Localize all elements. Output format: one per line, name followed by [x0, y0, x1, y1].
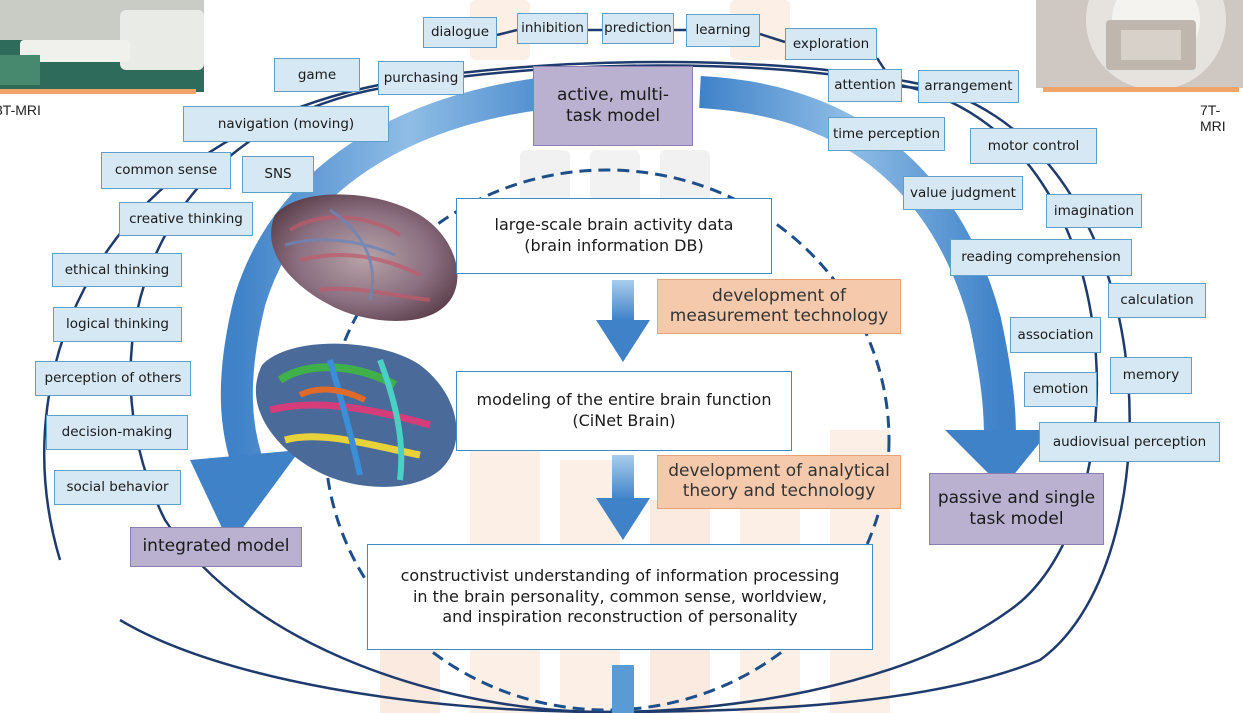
brain-image-top — [271, 194, 458, 321]
tag-time-perception: time perception — [828, 117, 945, 151]
tag-logical-thinking: logical thinking — [53, 307, 182, 342]
tag-game: game — [274, 58, 360, 92]
tag-decision-making: decision-making — [46, 415, 188, 450]
mri-7t-photo — [1036, 0, 1243, 90]
measurement-technology-box: development of measurement technology — [657, 279, 901, 334]
tag-dialogue: dialogue — [423, 17, 497, 48]
tag-calculation: calculation — [1108, 283, 1206, 318]
passive-single-task-model: passive and single task model — [929, 473, 1104, 545]
tag-creative-thinking: creative thinking — [119, 202, 253, 236]
tag-audiovisual-perception: audiovisual perception — [1039, 422, 1220, 462]
tag-value-judgment: value judgment — [903, 176, 1023, 210]
orange-bar-right — [1043, 87, 1239, 92]
tag-exploration: exploration — [785, 28, 877, 60]
tag-reading-comprehension: reading comprehension — [950, 239, 1132, 276]
tag-emotion: emotion — [1024, 372, 1097, 407]
tag-common-sense: common sense — [101, 152, 231, 189]
tag-ethical-thinking: ethical thinking — [52, 253, 182, 287]
cycle-arrowhead-right — [945, 430, 1050, 488]
tag-navigation: navigation (moving) — [183, 106, 389, 142]
down-arrow-2 — [596, 455, 650, 540]
integrated-model: integrated model — [130, 527, 302, 567]
orange-bar-left — [0, 89, 196, 94]
tag-purchasing: purchasing — [378, 61, 464, 95]
analytical-theory-box: development of analytical theory and tec… — [657, 455, 901, 509]
tag-attention: attention — [828, 69, 902, 102]
down-arrow-3 — [612, 665, 634, 713]
brain-activity-data-box: large-scale brain activity data (brain i… — [456, 198, 772, 274]
tag-learning: learning — [686, 14, 760, 47]
mri-3t-photo — [0, 0, 204, 92]
down-arrow-1 — [596, 280, 650, 362]
outer-ring-3 — [119, 618, 606, 713]
tag-imagination: imagination — [1046, 194, 1142, 228]
active-multi-task-model: active, multi- task model — [533, 66, 693, 146]
tag-memory: memory — [1110, 357, 1192, 394]
tag-motor-control: motor control — [970, 128, 1097, 164]
tag-perception-of-others: perception of others — [35, 361, 191, 396]
caption-3t-mri: 3T-MRI — [0, 102, 41, 118]
tag-sns: SNS — [242, 156, 314, 193]
cycle-arrow-left — [220, 74, 582, 476]
tag-arrangement: arrangement — [918, 70, 1019, 103]
brain-image-bottom — [255, 343, 457, 487]
brain-function-modeling-box: modeling of the entire brain function (C… — [456, 371, 792, 451]
tag-inhibition: inhibition — [517, 13, 588, 44]
tag-prediction: prediction — [602, 13, 674, 44]
cycle-arrowhead-left — [190, 450, 300, 545]
constructivist-understanding-box: constructivist understanding of informat… — [367, 544, 873, 650]
tag-social-behavior: social behavior — [54, 470, 181, 505]
caption-7t-mri: 7T-MRI — [1200, 102, 1226, 134]
tag-association: association — [1010, 317, 1101, 353]
